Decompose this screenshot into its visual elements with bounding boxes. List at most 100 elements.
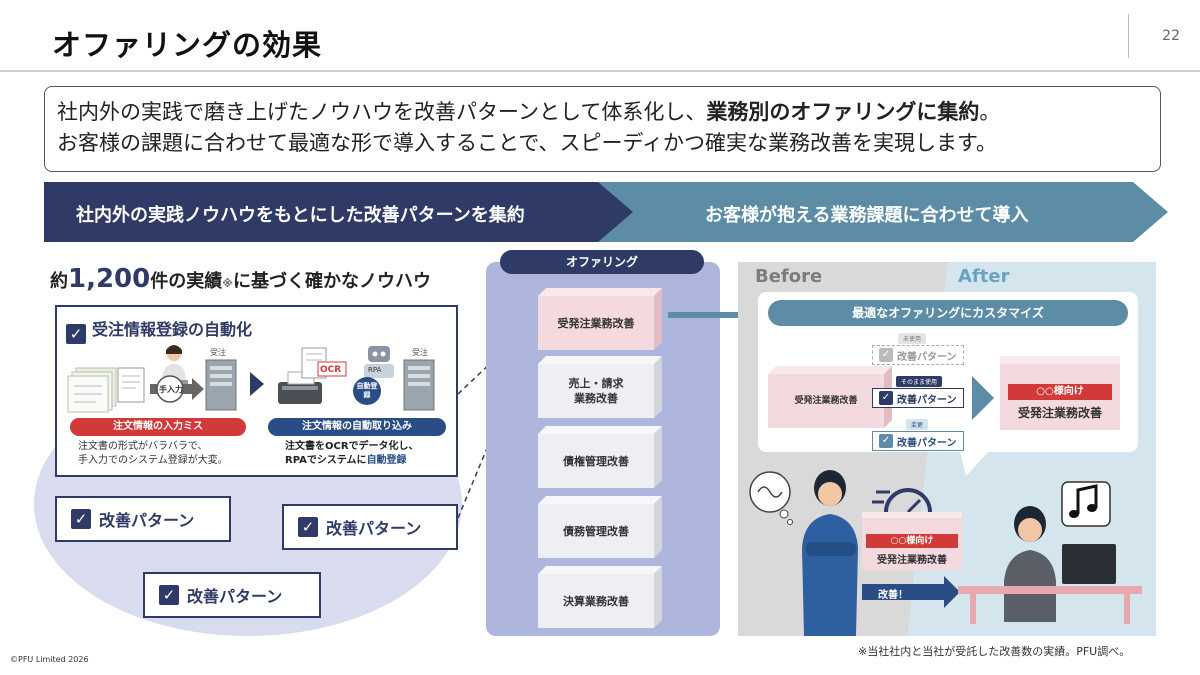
manual-desc-2: 手入力でのシステム登録が大変。	[78, 455, 228, 466]
robot-icon	[364, 346, 394, 378]
checkbox-icon: ✓	[298, 517, 318, 537]
document-stack-icon	[67, 367, 117, 413]
achievement-number: 1,200	[68, 264, 151, 294]
auto-desc-2-text: RPAでシステムに	[285, 455, 367, 466]
pattern-label: 改善パターン	[326, 519, 422, 538]
summary-line-1: 社内外の実践で磨き上げたノウハウを改善パターンとして体系化し、業務別のオファリン…	[57, 97, 1148, 128]
pattern-changed-label: 改善パターン	[897, 437, 957, 449]
offering-item-label: 決算業務改善	[538, 574, 654, 628]
pattern-unused: ✓ 改善パターン	[872, 345, 964, 365]
pattern-changed: ✓ 改善パターン	[872, 431, 964, 451]
happy-person-icon	[1004, 506, 1056, 622]
pattern-box-3: ✓ 改善パターン	[143, 572, 321, 618]
slide-title: オファリングの効果	[52, 28, 323, 62]
achievement-suffix: 件の実績	[150, 271, 223, 292]
customize-arrow	[668, 306, 764, 324]
achievement-heading: 約1,200件の実績※に基づく確かなノウハウ	[50, 264, 431, 294]
stress-cloud-icon	[749, 471, 793, 525]
before-after-illustration	[749, 470, 1142, 636]
checkbox-icon: ✓	[879, 391, 893, 405]
manual-entry-pill: 注文情報の入力ミス	[70, 418, 246, 436]
manual-entry-label: 手入力	[159, 385, 183, 394]
auto-register-label: 自動登録	[356, 382, 378, 399]
speed-gauge-icon	[872, 488, 932, 514]
summary-line-1-text: 社内外の実践で磨き上げたノウハウを改善パターンとして体系化し、	[57, 100, 707, 124]
chevron-right-icon	[972, 376, 994, 420]
ocr-document-icon	[301, 347, 347, 379]
laptop-icon	[1062, 544, 1116, 584]
banner-collect	[44, 182, 634, 242]
offering-item-order[interactable]: 受発注業務改善	[538, 288, 662, 350]
summary-line-1-end: 。	[979, 100, 1001, 124]
speech-tail	[960, 450, 990, 476]
auto-desc-2: RPAでシステムに自動登録	[285, 454, 407, 468]
pattern-box-1: ✓ 改善パターン	[55, 496, 231, 542]
customize-pill: 最適なオファリングにカスタマイズ	[768, 300, 1128, 326]
example-title-text: 受注情報登録の自動化	[92, 320, 253, 339]
offering-item-sales[interactable]: 売上・請求 業務改善	[538, 356, 662, 418]
example-title: ✓ 受注情報登録の自動化	[66, 316, 252, 344]
banner-collect-label: 社内外の実践ノウハウをもとにした改善パターンを集約	[76, 205, 525, 226]
header-rule	[0, 70, 1200, 72]
example-illustration	[67, 345, 435, 413]
page-number: 22	[1162, 28, 1180, 44]
tag-as-is: そのまま使用	[896, 376, 943, 387]
offering-item-label: 債務管理改善	[538, 504, 654, 558]
ocr-label: OCR	[320, 365, 342, 375]
auto-import-pill: 注文情報の自動取り込み	[268, 418, 446, 436]
checkbox-icon: ✓	[71, 509, 91, 529]
checkbox-icon: ✓	[879, 348, 893, 362]
checkbox-icon: ✓	[159, 585, 179, 605]
improve-arrow	[862, 576, 960, 608]
offering-label: オファリング	[500, 250, 704, 274]
improve-label: 改善！	[878, 590, 908, 601]
target-tag: ○○様向け	[1008, 384, 1112, 400]
offering-item-closing[interactable]: 決算業務改善	[538, 566, 662, 628]
server-icon	[205, 359, 237, 411]
checkbox-icon: ✓	[879, 434, 893, 448]
rpa-label: RPA	[368, 366, 382, 374]
auto-desc-2-emphasis: 自動登録	[366, 455, 407, 466]
copyright: ©PFU Limited 2026	[10, 655, 89, 664]
auto-register-badge	[353, 377, 381, 405]
page-divider	[1128, 14, 1129, 58]
banner-introduce	[598, 182, 1168, 242]
server-icon	[403, 359, 435, 411]
auto-desc-1: 注文書をOCRでデータ化し、	[285, 441, 419, 452]
pattern-box-2: ✓ 改善パターン	[282, 504, 458, 550]
offering-item-label: 債権管理改善	[538, 434, 654, 488]
after-tag: ○○様向け	[866, 534, 958, 548]
worried-person-icon	[802, 470, 858, 636]
music-note-icon	[1061, 481, 1111, 527]
manual-desc-1: 注文書の形式がバラバラで、	[78, 441, 208, 452]
checkbox-icon: ✓	[66, 324, 86, 344]
example-card	[55, 305, 458, 477]
pattern-label: 改善パターン	[187, 587, 283, 606]
pattern-label: 改善パターン	[99, 511, 195, 530]
server-label-1: 受注	[210, 348, 226, 357]
server-label-2: 受注	[412, 348, 428, 357]
play-arrow-icon	[250, 372, 264, 396]
source-offering-label: 受発注業務改善	[768, 374, 884, 428]
offering-item-receivables[interactable]: 債権管理改善	[538, 426, 662, 488]
after-name: 受発注業務改善	[877, 555, 947, 566]
summary-box: 社内外の実践で磨き上げたノウハウを改善パターンとして体系化し、業務別のオファリン…	[44, 86, 1161, 172]
achievement-note-mark: ※	[222, 277, 233, 290]
target-name: 受発注業務改善	[1017, 406, 1102, 420]
tag-changed: 変更	[906, 419, 929, 430]
before-label: Before	[755, 266, 823, 287]
achievement-tail: に基づく確かなノウハウ	[232, 271, 431, 292]
summary-line-2: お客様の課題に合わせて最適な形で導入することで、スピーディかつ確実な業務改善を実…	[57, 131, 997, 155]
offering-item-label: 売上・請求 業務改善	[538, 364, 654, 418]
footnote: ※当社社内と当社が受託した改善数の実績。PFU調べ。	[858, 645, 1131, 658]
target-offering: ○○様向け 受発注業務改善	[1000, 356, 1120, 430]
offering-item-payables[interactable]: 債務管理改善	[538, 496, 662, 558]
pattern-as-is-label: 改善パターン	[897, 394, 957, 406]
summary-line-1-bold: 業務別のオファリングに集約	[706, 100, 980, 124]
desk	[958, 586, 1142, 594]
pattern-unused-label: 改善パターン	[897, 351, 957, 363]
banner-introduce-label: お客様が抱える業務課題に合わせて導入	[705, 205, 1029, 226]
tag-unused: 未使用	[898, 333, 927, 344]
offering-item-label: 受発注業務改善	[538, 296, 654, 350]
after-label: After	[958, 266, 1010, 287]
